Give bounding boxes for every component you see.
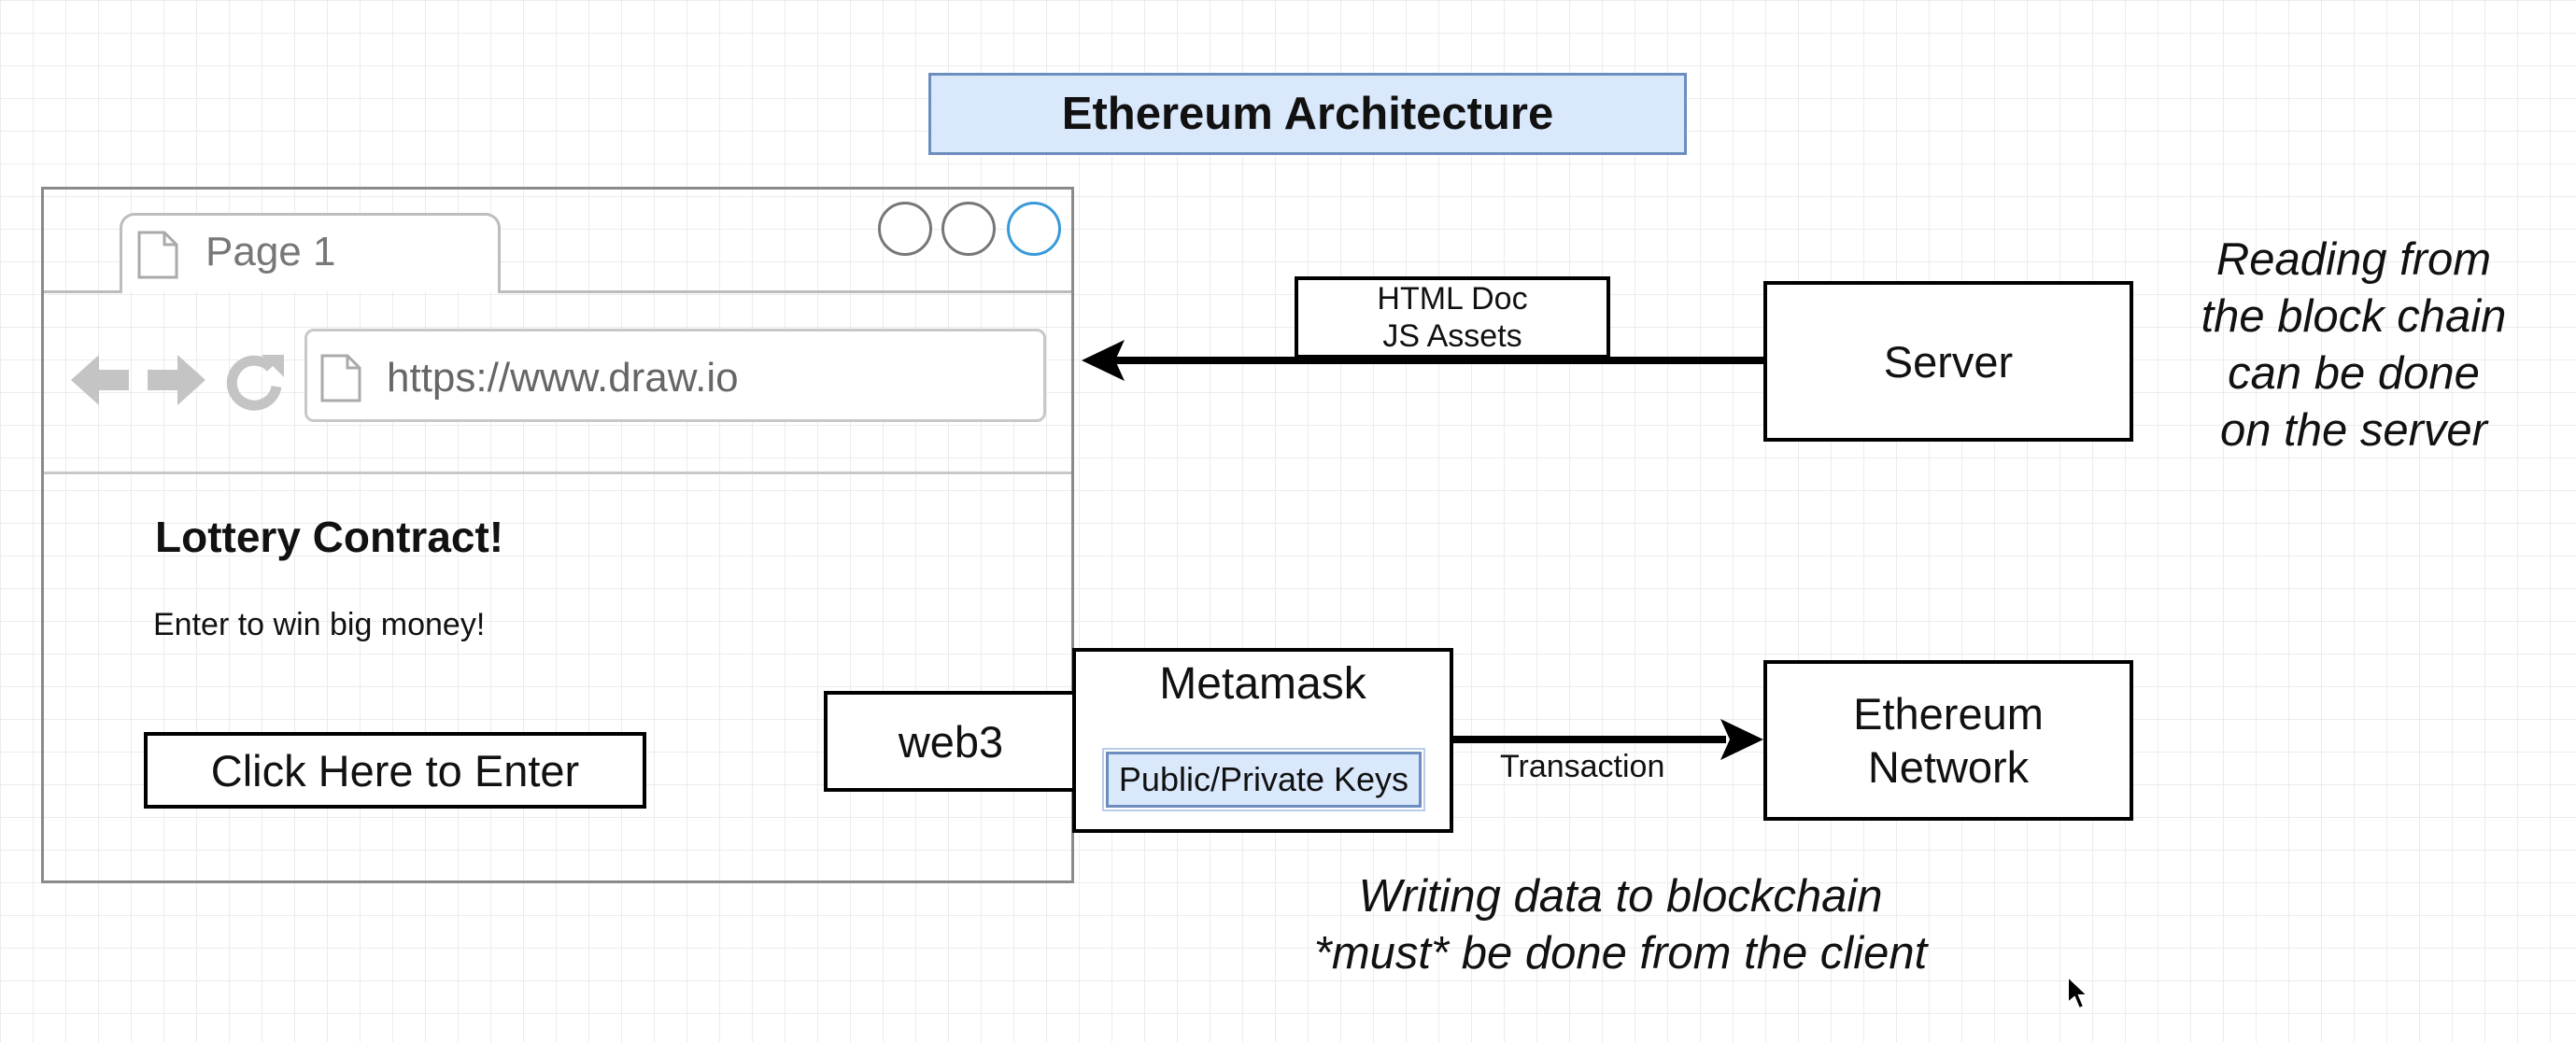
reading-note-line-2: the block chain (2201, 291, 2507, 342)
keys-node: Public/Private Keys (1102, 748, 1425, 811)
refresh-icon[interactable] (224, 349, 286, 415)
payload-line-2: JS Assets (1382, 318, 1522, 354)
ethereum-network-line-2: Network (1867, 742, 2030, 792)
diagram-title: Ethereum Architecture (928, 73, 1687, 155)
transaction-label: Transaction (1500, 749, 1665, 784)
url-page-icon (319, 353, 362, 403)
address-bar[interactable] (304, 329, 1046, 422)
browser-content-divider (44, 472, 1071, 474)
payload-box: HTML Doc JS Assets (1295, 276, 1610, 359)
page-heading: Lottery Contract! (155, 513, 504, 561)
writing-note: Writing data to blockchain *must* be don… (1252, 868, 1989, 982)
browser-window (41, 187, 1074, 883)
url-text: https://www.draw.io (387, 355, 739, 401)
ethereum-network-line-1: Ethereum (1853, 689, 2044, 739)
reading-note: Reading from the block chain can be done… (2148, 232, 2559, 459)
enter-button[interactable]: Click Here to Enter (144, 732, 646, 809)
tab-label: Page 1 (205, 229, 336, 275)
reading-note-line-3: can be done (2228, 348, 2480, 399)
payload-line-1: HTML Doc (1377, 281, 1528, 317)
back-arrow-icon[interactable] (69, 349, 131, 415)
server-to-browser-arrowhead (1082, 340, 1125, 381)
writing-note-line-1: Writing data to blockchain (1358, 871, 1883, 922)
tab-baseline-right (498, 290, 1071, 293)
reading-note-line-1: Reading from (2215, 234, 2492, 285)
metamask-label: Metamask (1159, 659, 1366, 709)
mouse-cursor-icon (2066, 974, 2090, 1015)
writing-note-line-2: *must* be done from the client (1313, 928, 1928, 979)
window-button-3[interactable] (1007, 202, 1061, 256)
ethereum-network-node: Ethereum Network (1763, 660, 2133, 821)
page-subtext: Enter to win big money! (153, 607, 486, 642)
reading-note-line-4: on the server (2220, 405, 2487, 456)
browser-tab[interactable] (120, 213, 501, 291)
forward-arrow-icon[interactable] (146, 349, 207, 415)
web3-node: web3 (824, 691, 1078, 792)
window-button-2[interactable] (941, 202, 996, 256)
window-button-1[interactable] (878, 202, 932, 256)
page-icon (136, 230, 179, 280)
server-node: Server (1763, 281, 2133, 442)
metamask-to-ethereum-arrowhead (1720, 719, 1763, 760)
tab-baseline-left (44, 290, 122, 293)
